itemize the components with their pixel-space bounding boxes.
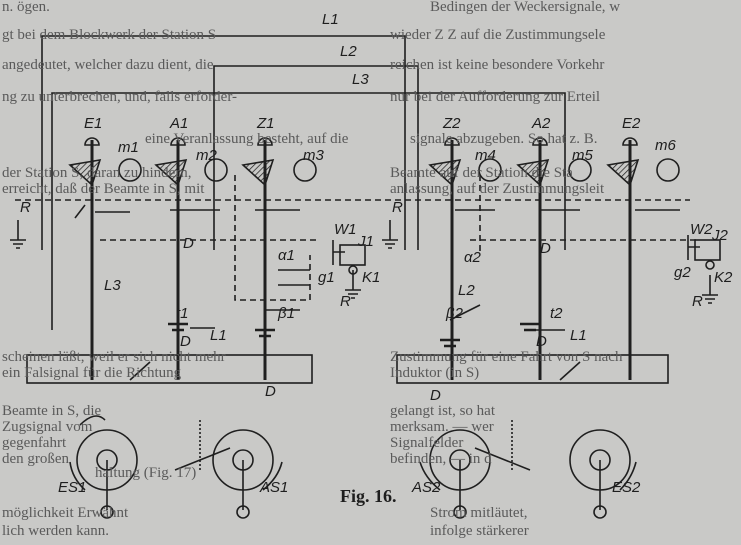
label-d: D (540, 240, 551, 257)
label-d: D (183, 235, 194, 252)
block-frame-1 (26, 354, 313, 384)
label-a2: A2 (531, 115, 551, 132)
lever-es1 (76, 415, 138, 519)
wire-l3 (51, 92, 566, 330)
block-frame-2 (396, 354, 669, 384)
label-a1: A1 (169, 115, 188, 132)
label-m2: m2 (196, 147, 217, 164)
label-m3: m3 (303, 147, 324, 164)
label-m5: m5 (572, 147, 593, 164)
label-l1: L1 (322, 11, 339, 28)
wire-l2 (213, 65, 419, 250)
label-alpha1: α1 (278, 247, 295, 264)
label-g1: g1 (318, 269, 335, 286)
label-t1: t1 (176, 305, 189, 322)
label-as2: AS2 (411, 479, 441, 496)
label-d: D (430, 387, 441, 404)
label-m4: m4 (475, 147, 496, 164)
label-w2: W2 (690, 221, 713, 238)
label-z2: Z2 (442, 115, 461, 132)
label-l1-inner: L1 (570, 327, 587, 344)
label-e1: E1 (84, 115, 102, 132)
lever-as1 (174, 420, 274, 519)
label-m1: m1 (118, 139, 139, 156)
label-j2: J2 (711, 227, 729, 244)
label-k2: K2 (714, 269, 733, 286)
figure-caption: Fig. 16. (340, 486, 397, 506)
label-es2: ES2 (612, 479, 641, 496)
label-alpha2: α2 (464, 249, 482, 266)
wire-l1 (41, 35, 406, 250)
label-l3-inner: L3 (104, 277, 121, 294)
label-r: R (340, 293, 351, 310)
label-beta1: β1 (277, 305, 295, 322)
label-l3: L3 (352, 71, 369, 88)
label-as1: AS1 (259, 479, 288, 496)
label-es1: ES1 (58, 479, 86, 496)
label-l2: L2 (340, 43, 357, 60)
label-m6: m6 (655, 137, 676, 154)
label-d: D (536, 333, 547, 350)
label-d: D (265, 383, 276, 400)
label-j1: J1 (357, 233, 374, 250)
label-l2-inner: L2 (458, 282, 475, 299)
label-g2: g2 (674, 264, 691, 281)
label-d: D (180, 333, 191, 350)
label-w1: W1 (334, 221, 357, 238)
label-beta2: β2 (445, 305, 464, 322)
lever-as2 (429, 420, 531, 519)
label-z1: Z1 (256, 115, 275, 132)
label-e2: E2 (622, 115, 641, 132)
label-k1: K1 (362, 269, 380, 286)
label-r: R (20, 199, 31, 216)
label-r: R (692, 293, 703, 310)
label-l1-inner: L1 (210, 327, 227, 344)
lever-es2 (569, 429, 631, 519)
label-t2: t2 (550, 305, 563, 322)
label-r: R (392, 199, 403, 216)
